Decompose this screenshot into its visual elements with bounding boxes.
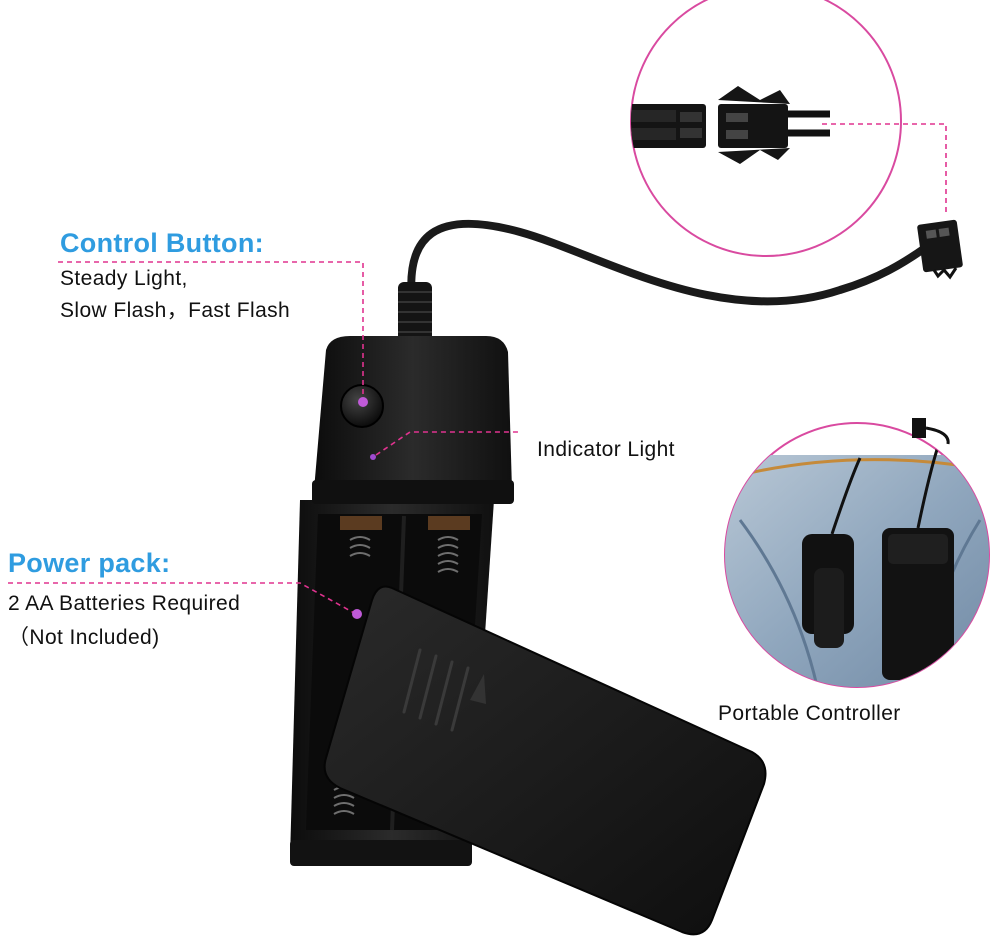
cable-end-connector-icon xyxy=(917,219,963,280)
power-pack-line-2: （Not Included) xyxy=(8,626,160,649)
indicator-light-label: Indicator Light xyxy=(537,438,675,461)
battery-cover-icon xyxy=(323,585,767,936)
control-button-line-2: Slow Flash，Fast Flash xyxy=(60,299,291,322)
control-button-line-1: Steady Light, xyxy=(60,267,188,290)
power-pack-line-1: 2 AA Batteries Required xyxy=(8,592,241,615)
power-pack-dot xyxy=(352,609,362,619)
pocket-clip-photo xyxy=(724,418,990,688)
control-button-leader-line xyxy=(58,261,364,400)
led-icon xyxy=(370,454,376,460)
power-pack-title: Power pack: xyxy=(8,548,171,578)
portable-controller-label: Portable Controller xyxy=(718,702,901,725)
connector-closeup-icon xyxy=(630,0,902,257)
control-button-dot xyxy=(358,397,368,407)
power-pack-leader-line xyxy=(8,582,357,615)
cable xyxy=(407,219,929,319)
indicator-leader-line xyxy=(375,431,520,456)
strain-relief xyxy=(398,282,432,352)
connector-leader-line xyxy=(822,123,947,213)
control-button-title: Control Button: xyxy=(60,228,264,258)
